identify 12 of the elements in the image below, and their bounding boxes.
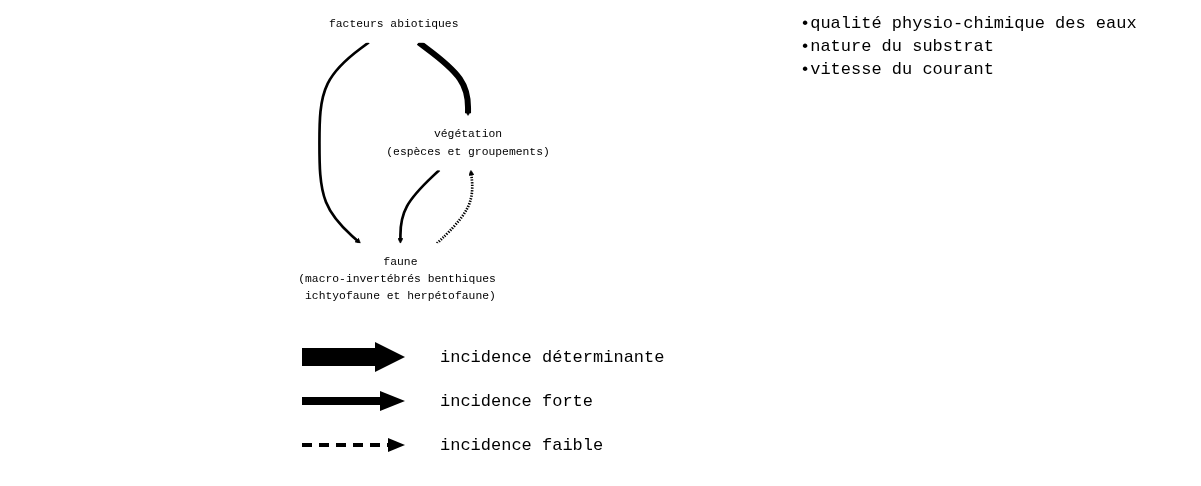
arrow <box>397 169 441 244</box>
bullet-note: •vitesse du courant <box>800 60 995 79</box>
legend-text: incidence forte <box>440 391 594 411</box>
legend-text: incidence faible <box>440 435 604 455</box>
arrow <box>318 41 370 244</box>
bullet-note: •qualité physio-chimique des eaux <box>800 14 1137 33</box>
node-text: végétation (espèces et groupements) <box>386 127 550 158</box>
node-text: facteurs abiotiques <box>328 17 459 31</box>
bullet-note: •nature du substrat <box>800 37 995 56</box>
arrow <box>436 169 475 245</box>
legend-text: incidence déterminante <box>440 347 665 367</box>
node-text: faune (macro-invertébrés benthiques ichtyofaune et herpétofaune) <box>298 255 496 303</box>
